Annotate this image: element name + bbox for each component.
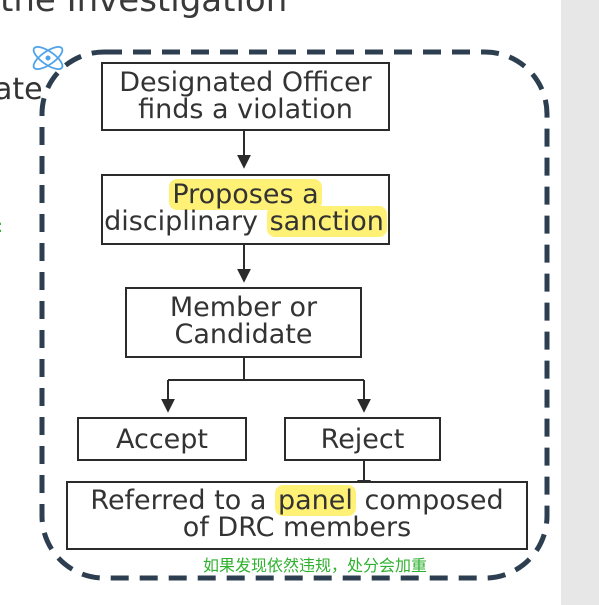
step-member-candidate: Member or Candidate — [125, 287, 362, 358]
atom-icon — [32, 45, 64, 71]
highlight-sanction: sanction — [266, 206, 387, 237]
option-reject: Reject — [284, 417, 441, 461]
step-violation-found-line2: finds a violation — [138, 94, 353, 125]
step-propose-sanction: Proposes a disciplinary sanction — [101, 174, 390, 245]
side-panel — [561, 0, 599, 605]
step-violation-found: Designated Officer finds a violation — [101, 62, 390, 131]
step-member-candidate-line1: Member or — [169, 292, 318, 323]
option-accept-label: Accept — [115, 424, 209, 455]
step-referred-line1-post: composed — [355, 485, 504, 516]
green-annotation-mark: : — [0, 216, 3, 237]
step-referred-line1-pre: Referred to a — [90, 485, 275, 516]
option-reject-label: Reject — [320, 424, 405, 455]
step-violation-found-line1: Designated Officer — [119, 67, 372, 98]
step-referred-to-panel: Referred to a panel composed of DRC memb… — [66, 481, 528, 550]
highlight-proposes: Proposes a — [169, 179, 322, 210]
step-propose-sanction-line2: disciplinary — [104, 206, 267, 237]
chinese-caption: 如果发现依然违规，处分会加重 — [203, 556, 428, 575]
highlight-panel: panel — [274, 485, 356, 516]
step-referred-line2: of DRC members — [182, 512, 412, 543]
dashed-frame — [39, 49, 550, 581]
side-word: ate — [0, 72, 43, 107]
slide-title: the Investigation — [0, 0, 288, 20]
option-accept: Accept — [77, 417, 247, 461]
step-member-candidate-line2: Candidate — [174, 319, 313, 350]
